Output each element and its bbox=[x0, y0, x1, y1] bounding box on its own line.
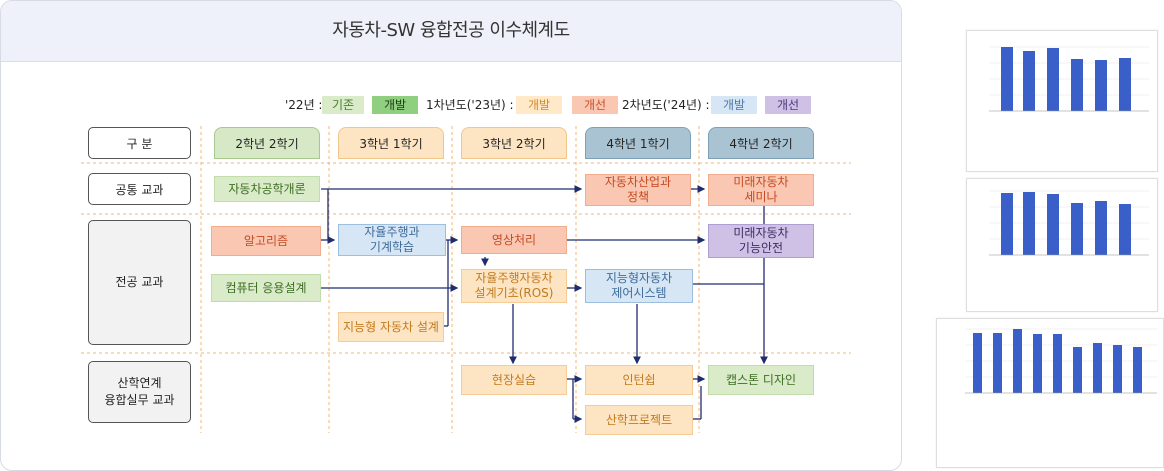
thumbnail-chart-2-graphic bbox=[989, 190, 1149, 256]
course-smart-auto-design: 지능형 자동차 설계 bbox=[338, 312, 444, 342]
thumbnail-chart-3 bbox=[936, 318, 1164, 468]
thumbnail-chart-2 bbox=[966, 178, 1158, 312]
legend-2023-developed: 개발 bbox=[516, 96, 562, 114]
course-auto-industry-policy: 자동차산업과 정책 bbox=[585, 174, 691, 206]
course-autonomous-ml: 자율주행과 기계학습 bbox=[338, 224, 446, 256]
legend-2022-developed: 개발 bbox=[372, 96, 418, 114]
course-capstone-design: 캡스톤 디자인 bbox=[708, 365, 814, 395]
semester-4-1: 4학년 1학기 bbox=[585, 127, 691, 159]
semester-3-1: 3학년 1학기 bbox=[338, 127, 444, 159]
course-future-auto-seminar: 미래자동차 세미나 bbox=[708, 174, 814, 206]
course-algorithm: 알고리즘 bbox=[211, 226, 321, 256]
page-title: 자동차-SW 융합전공 이수체계도 bbox=[332, 20, 570, 41]
legend-2023-label: 1차년도('23년) : bbox=[426, 98, 514, 112]
course-computer-app-design: 컴퓨터 응용설계 bbox=[211, 274, 321, 302]
semester-2-2: 2학년 2학기 bbox=[214, 127, 320, 159]
course-intro-auto-eng: 자동차공학개론 bbox=[214, 176, 320, 202]
course-field-practice: 현장실습 bbox=[461, 365, 567, 395]
row-header-industry: 산학연계 융합실무 교과 bbox=[88, 361, 191, 423]
curriculum-panel: 자동차-SW 융합전공 이수체계도 '22년 : 기존 개발 1차년도('23년… bbox=[0, 0, 902, 471]
legend-2024-label: 2차년도('24년) : bbox=[622, 98, 710, 112]
legend-2022-label: '22년 : bbox=[285, 98, 323, 112]
row-header-common: 공통 교과 bbox=[88, 173, 191, 205]
legend-2022-existing: 기존 bbox=[322, 96, 364, 114]
semester-3-2: 3학년 2학기 bbox=[461, 127, 567, 159]
course-smart-auto-control: 지능형자동차 제어시스템 bbox=[585, 269, 693, 303]
thumbnail-chart-3-graphic bbox=[965, 328, 1157, 394]
row-header-major: 전공 교과 bbox=[88, 220, 191, 345]
legend-2024-improved: 개선 bbox=[765, 96, 811, 114]
course-internship: 인턴쉽 bbox=[585, 365, 693, 395]
thumbnail-chart-1-graphic bbox=[989, 46, 1149, 112]
title-bar: 자동차-SW 융합전공 이수체계도 bbox=[1, 1, 901, 62]
semester-4-2: 4학년 2학기 bbox=[708, 127, 814, 159]
course-autonomous-design-ros: 자율주행자동차 설계기초(ROS) bbox=[461, 269, 567, 303]
legend-2023-improved: 개선 bbox=[572, 96, 618, 114]
flow-connectors bbox=[81, 126, 851, 433]
legend-2024-developed: 개발 bbox=[711, 96, 757, 114]
thumbnail-chart-1 bbox=[966, 30, 1158, 172]
course-future-auto-safety: 미래자동차 기능안전 bbox=[708, 224, 814, 258]
grid-lines bbox=[81, 126, 851, 433]
course-image-processing: 영상처리 bbox=[461, 226, 567, 254]
row-header-division: 구 분 bbox=[88, 127, 191, 159]
course-industry-project: 산학프로젝트 bbox=[585, 405, 693, 435]
